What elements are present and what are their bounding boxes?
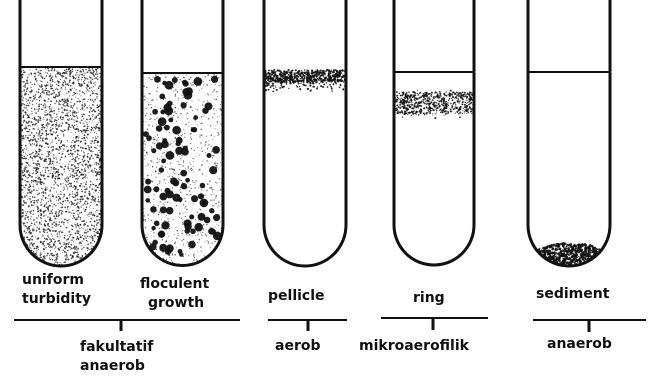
tube-pellicle: [263, 0, 346, 266]
tube-ring: [393, 0, 475, 265]
group-aerob: aerob: [275, 337, 321, 356]
bracket-mikroaerofilik: [381, 318, 488, 330]
pellicle-layer: [263, 69, 346, 92]
label-ring: ring: [413, 289, 445, 308]
group-fakultatif: fakultatif: [80, 338, 153, 357]
label-uniform-turbidity: uniform turbidity: [22, 271, 91, 309]
tube-sediment: [528, 0, 610, 270]
ring-band: [393, 90, 475, 120]
uniform-turbidity-fill: [19, 66, 103, 267]
bracket-aerob: [268, 320, 347, 331]
bracket-anaerob: [533, 320, 646, 332]
group-anaerob-2: anaerob: [547, 335, 612, 354]
tube-uniform-turbidity: [19, 0, 103, 267]
label-floculent-growth: floculent growth: [140, 275, 209, 313]
group-fakultatif-anaerob: fakultatif anaerob: [80, 338, 153, 376]
label-sediment: sediment: [536, 285, 609, 304]
label-uniform: uniform: [22, 271, 91, 290]
label-turbidity: turbidity: [22, 290, 91, 309]
tube-floculent-growth: [141, 0, 223, 268]
floculent-growth-fill: [141, 72, 223, 268]
group-anaerob-1: anaerob: [80, 357, 153, 376]
group-mikroaerofilik: mikroaerofilik: [359, 337, 469, 356]
label-growth: growth: [140, 294, 209, 313]
bracket-fakultatif-anaerob: [14, 320, 240, 331]
label-floculent: floculent: [140, 275, 209, 294]
label-pellicle: pellicle: [268, 287, 325, 306]
